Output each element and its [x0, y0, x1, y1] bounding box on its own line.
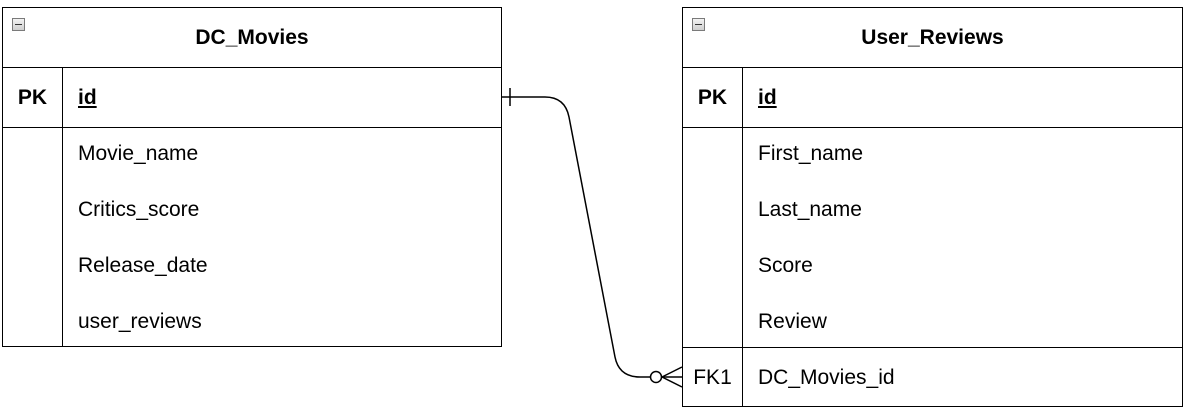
- crowfoot-upper: [661, 366, 683, 378]
- pk-field: id: [758, 86, 777, 109]
- field-item: Score: [758, 254, 813, 277]
- entity-header: User_Reviews: [683, 8, 1182, 68]
- field-item: Release_date: [78, 254, 208, 277]
- zero-cardinality-circle: [649, 370, 663, 384]
- pk-row: PK id: [683, 68, 1182, 128]
- fields-section: First_name Last_name Score Review: [683, 128, 1182, 348]
- key-column: [3, 68, 63, 127]
- pk-field: id: [78, 86, 97, 109]
- field-item: Review: [758, 310, 827, 333]
- entity-title: User_Reviews: [861, 25, 1004, 49]
- key-column: [3, 128, 63, 346]
- key-column: [683, 348, 743, 406]
- fk-label: FK1: [693, 366, 732, 389]
- entity-title: DC_Movies: [195, 25, 309, 49]
- fk-field: DC_Movies_id: [758, 366, 895, 389]
- field-item: First_name: [758, 142, 864, 165]
- field-item: Critics_score: [78, 198, 200, 221]
- pk-label: PK: [17, 86, 48, 109]
- collapse-icon[interactable]: [12, 18, 25, 31]
- pk-row: PK id: [3, 68, 501, 128]
- entity-header: DC_Movies: [3, 8, 501, 68]
- collapse-icon[interactable]: [692, 18, 705, 31]
- field-item: Last_name: [758, 198, 862, 221]
- entity-user-reviews[interactable]: User_Reviews PK id First_name Last_name …: [682, 7, 1183, 407]
- entity-dc-movies[interactable]: DC_Movies PK id Movie_name Critics_score…: [2, 7, 502, 347]
- key-column: [683, 68, 743, 127]
- crowfoot-lower: [661, 376, 683, 388]
- fk-row: FK1 DC_Movies_id: [683, 348, 1182, 406]
- field-item: Movie_name: [78, 142, 199, 165]
- fields-section: Movie_name Critics_score Release_date us…: [3, 128, 501, 346]
- pk-label: PK: [697, 86, 728, 109]
- key-column: [683, 128, 743, 347]
- relationship-line: [502, 96, 682, 378]
- field-item: user_reviews: [78, 310, 202, 333]
